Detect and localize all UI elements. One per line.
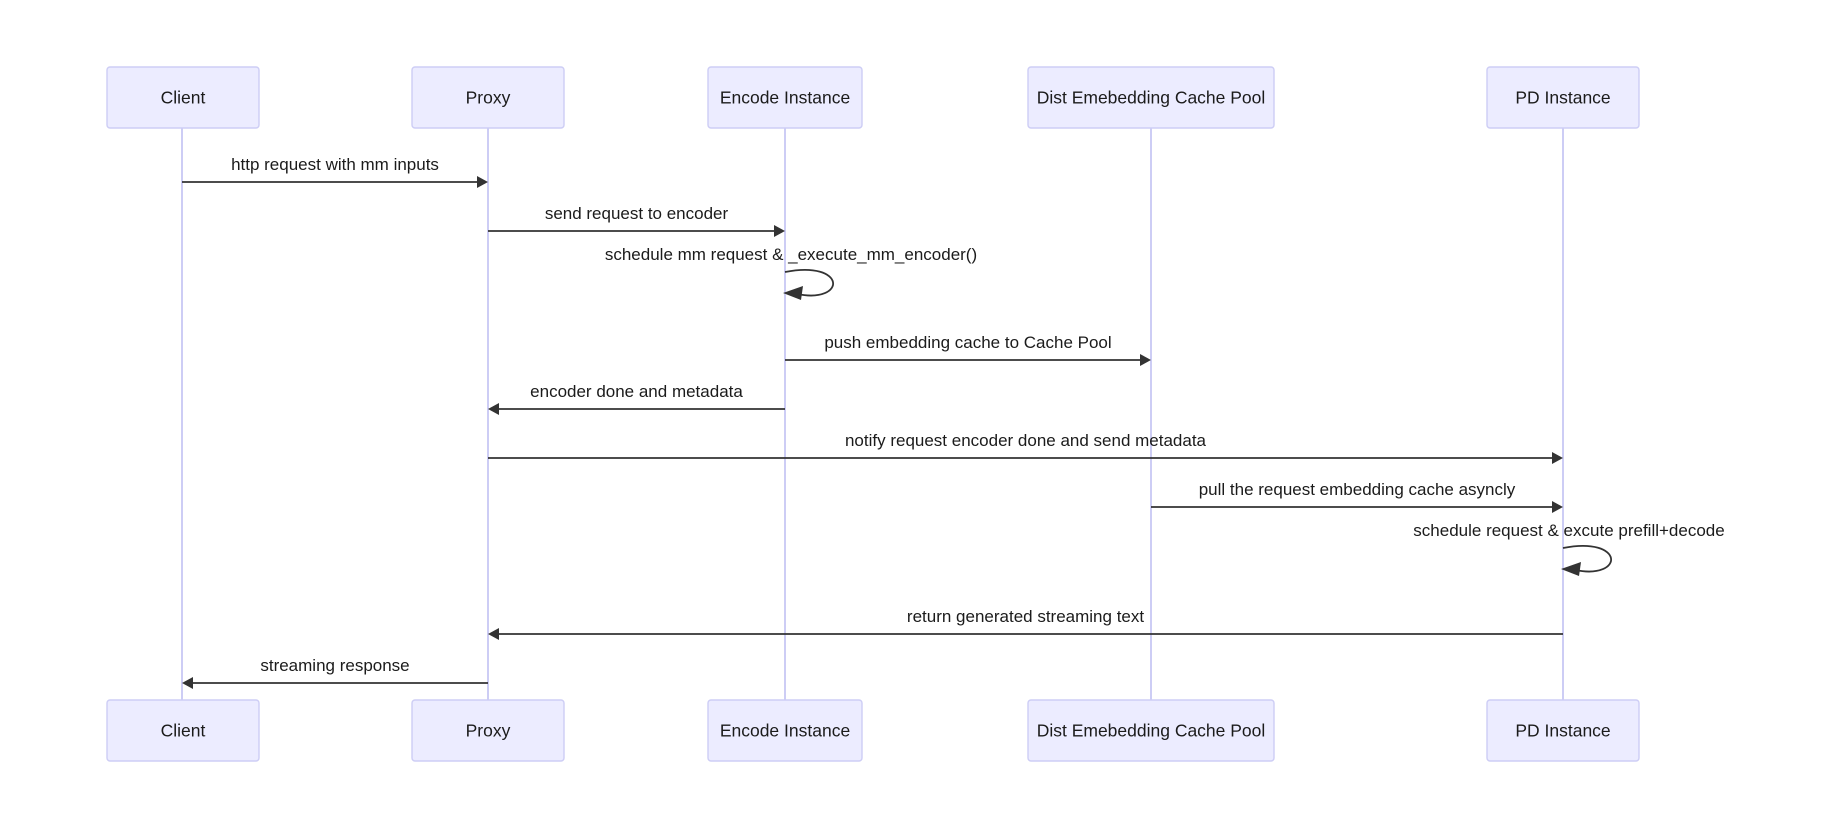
message-3[interactable]: schedule mm request & _execute_mm_encode…	[605, 245, 977, 300]
message-label-9: return generated streaming text	[907, 607, 1144, 626]
message-arrowhead-5	[488, 403, 499, 415]
messages-group: http request with mm inputs send request …	[182, 155, 1725, 689]
actor-label-encode-bottom: Encode Instance	[720, 721, 850, 741]
actor-label-cache-top: Dist Emebedding Cache Pool	[1037, 88, 1266, 108]
actor-label-proxy-bottom: Proxy	[466, 721, 511, 741]
actor-top-pd[interactable]: PD Instance	[1486, 66, 1640, 129]
actor-label-client-bottom: Client	[161, 721, 206, 741]
actors-bottom-group: Client Proxy Encode Instance Dist Emebed…	[106, 699, 1640, 762]
actor-label-cache-bottom: Dist Emebedding Cache Pool	[1037, 721, 1266, 741]
message-label-8: schedule request & excute prefill+decode	[1413, 521, 1724, 540]
message-label-5: encoder done and metadata	[530, 382, 743, 401]
message-arrowhead-1	[477, 176, 488, 188]
message-5[interactable]: encoder done and metadata	[488, 382, 785, 415]
actor-top-encode[interactable]: Encode Instance	[707, 66, 863, 129]
message-label-4: push embedding cache to Cache Pool	[824, 333, 1111, 352]
message-label-10: streaming response	[260, 656, 409, 675]
actor-box-encode-bottom[interactable]	[707, 699, 863, 762]
message-arrowhead-4	[1140, 354, 1151, 366]
message-label-1: http request with mm inputs	[231, 155, 439, 174]
message-arrowhead-7	[1552, 501, 1563, 513]
message-7[interactable]: pull the request embedding cache asyncly	[1151, 480, 1563, 513]
message-6[interactable]: notify request encoder done and send met…	[488, 431, 1563, 464]
actor-box-client-bottom[interactable]	[106, 699, 260, 762]
actor-box-proxy-top[interactable]	[411, 66, 565, 129]
actor-box-client-top[interactable]	[106, 66, 260, 129]
message-arrowhead-6	[1552, 452, 1563, 464]
message-arrowhead-2	[774, 225, 785, 237]
message-4[interactable]: push embedding cache to Cache Pool	[785, 333, 1151, 366]
self-loop-path-3	[784, 269, 834, 297]
actor-label-encode-top: Encode Instance	[720, 88, 850, 108]
actor-label-pd-bottom: PD Instance	[1515, 721, 1610, 741]
actor-bottom-pd[interactable]: PD Instance	[1486, 699, 1640, 762]
actor-top-proxy[interactable]: Proxy	[411, 66, 565, 129]
message-arrowhead-10	[182, 677, 193, 689]
message-1[interactable]: http request with mm inputs	[182, 155, 488, 188]
message-8[interactable]: schedule request & excute prefill+decode	[1413, 521, 1725, 576]
message-arrowhead-9	[488, 628, 499, 640]
actor-bottom-proxy[interactable]: Proxy	[411, 699, 565, 762]
message-10[interactable]: streaming response	[182, 656, 488, 689]
actor-label-client-top: Client	[161, 88, 206, 108]
actor-top-client[interactable]: Client	[106, 66, 260, 129]
message-label-6: notify request encoder done and send met…	[845, 431, 1207, 450]
self-loop-arrowhead-8	[1561, 562, 1581, 576]
message-label-7: pull the request embedding cache asyncly	[1199, 480, 1516, 499]
self-loop-arrowhead-3	[783, 286, 803, 300]
actor-bottom-client[interactable]: Client	[106, 699, 260, 762]
actor-box-pd-top[interactable]	[1486, 66, 1640, 129]
actor-bottom-encode[interactable]: Encode Instance	[707, 699, 863, 762]
message-label-2: send request to encoder	[545, 204, 729, 223]
message-label-3: schedule mm request & _execute_mm_encode…	[605, 245, 977, 264]
actors-top-group: Client Proxy Encode Instance Dist Emebed…	[106, 66, 1640, 129]
actor-label-proxy-top: Proxy	[466, 88, 511, 108]
self-loop-path-8	[1562, 545, 1612, 573]
message-9[interactable]: return generated streaming text	[488, 607, 1563, 640]
actor-top-cache[interactable]: Dist Emebedding Cache Pool	[1027, 66, 1275, 129]
actor-label-pd-top: PD Instance	[1515, 88, 1610, 108]
message-2[interactable]: send request to encoder	[488, 204, 785, 237]
actor-box-encode-top[interactable]	[707, 66, 863, 129]
lifelines-group	[181, 128, 1564, 700]
actor-box-cache-bottom[interactable]	[1027, 699, 1275, 762]
actor-box-cache-top[interactable]	[1027, 66, 1275, 129]
actor-bottom-cache[interactable]: Dist Emebedding Cache Pool	[1027, 699, 1275, 762]
actor-box-proxy-bottom[interactable]	[411, 699, 565, 762]
actor-box-pd-bottom[interactable]	[1486, 699, 1640, 762]
